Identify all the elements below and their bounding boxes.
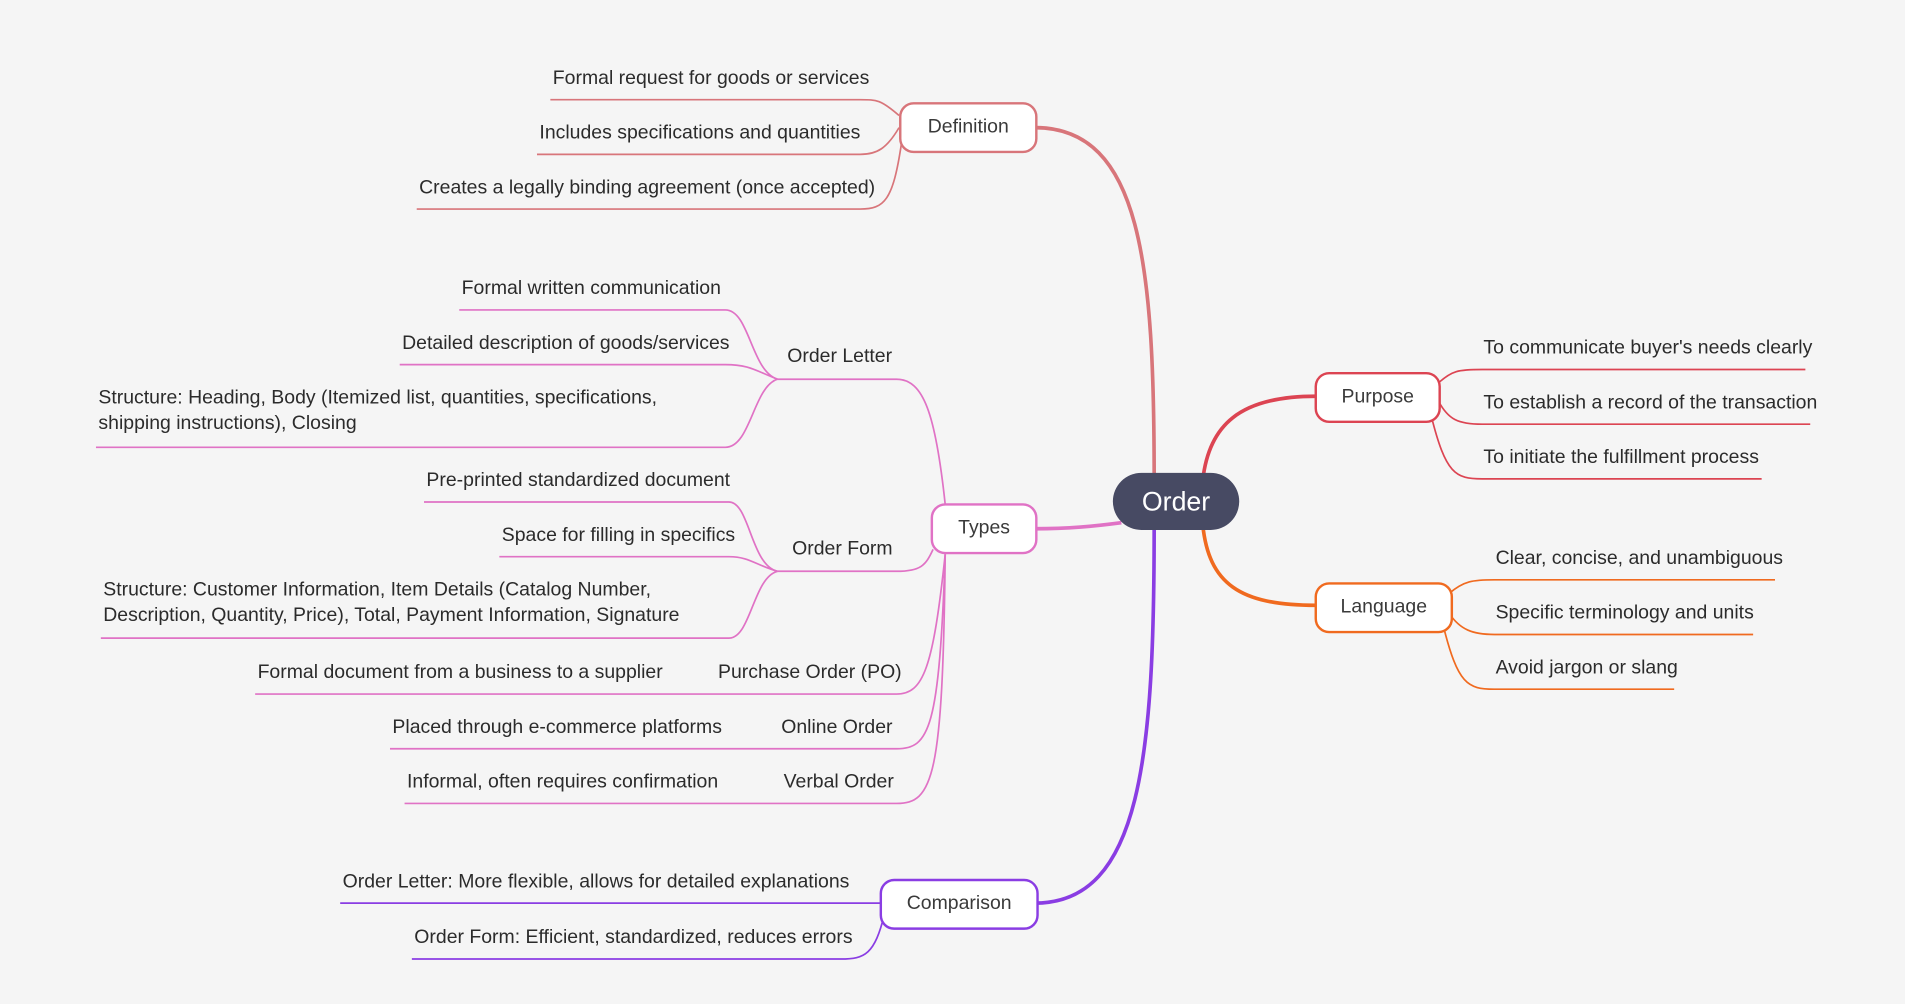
language-item: Clear, concise, and unambiguous: [1495, 548, 1784, 569]
types-label: Types: [958, 517, 1011, 539]
language-label: Language: [1340, 596, 1428, 618]
purpose-item: To initiate the fulfillment process: [1483, 447, 1759, 468]
definition-item: Formal request for goods or services: [552, 68, 870, 89]
branch-node-language[interactable]: Language: [1314, 582, 1454, 634]
subtopic-verbal-order[interactable]: Verbal Order: [783, 771, 894, 793]
purpose-item: To establish a record of the transaction: [1483, 392, 1818, 414]
subtopic-online-order[interactable]: Online Order: [781, 717, 893, 738]
online-order-item: Placed through e-commerce platforms: [392, 717, 722, 738]
branch-node-purpose[interactable]: Purpose: [1314, 371, 1441, 423]
language-item: Avoid jargon or slang: [1495, 657, 1678, 679]
definition-item: Includes specifications and quantities: [539, 122, 861, 144]
comparison-label: Comparison: [906, 893, 1012, 915]
purchase-order-item: Formal document from a business to a sup…: [257, 662, 663, 684]
order-form-item: Structure: Customer Information, Item De…: [103, 579, 680, 626]
subtopic-purchase-order[interactable]: Purchase Order (PO): [718, 662, 902, 684]
subtopic-order-form[interactable]: Order Form: [792, 538, 893, 560]
order-form-item: Space for filling in specifics: [501, 525, 736, 546]
order-letter-item: Detailed description of goods/services: [402, 333, 730, 354]
definition-item: Creates a legally binding agreement (onc…: [419, 177, 876, 199]
order-form-item: Pre-printed standardized document: [426, 470, 731, 492]
subtopic-order-letter[interactable]: Order Letter: [787, 346, 893, 368]
purpose-label: Purpose: [1341, 386, 1414, 408]
order-letter-item: Structure: Heading, Body (Itemized list,…: [98, 387, 658, 434]
definition-label: Definition: [927, 116, 1009, 138]
order-letter-item: Formal written communication: [461, 278, 721, 300]
comparison-item: Order Form: Efficient, standardized, red…: [414, 927, 853, 949]
root-node-order[interactable]: Order: [1112, 472, 1240, 530]
verbal-order-item: Informal, often requires confirmation: [406, 771, 719, 793]
branch-node-types[interactable]: Types: [930, 503, 1038, 555]
language-item: Specific terminology and units: [1495, 602, 1754, 624]
comparison-item: Order Letter: More flexible, allows for …: [342, 871, 850, 893]
branch-node-comparison[interactable]: Comparison: [879, 878, 1039, 930]
root-node-label: Order: [1141, 485, 1211, 516]
purpose-item: To communicate buyer's needs clearly: [1483, 337, 1813, 359]
branch-node-definition[interactable]: Definition: [899, 102, 1038, 154]
